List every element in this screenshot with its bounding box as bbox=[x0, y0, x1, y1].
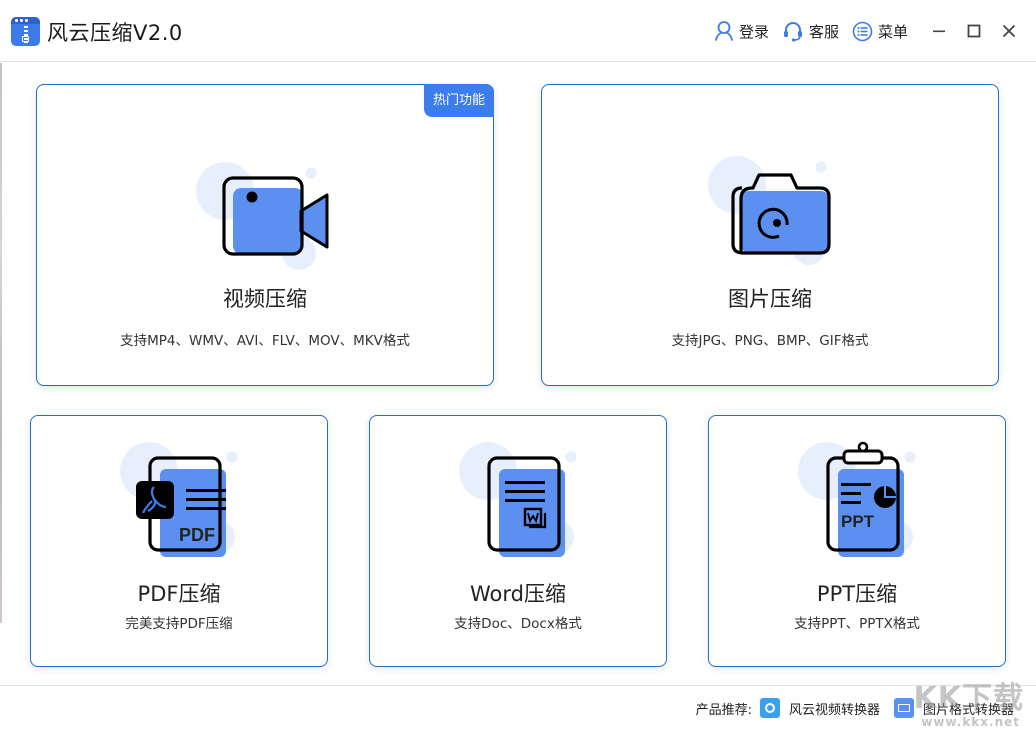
customer-service-button[interactable]: 客服 bbox=[782, 20, 839, 42]
ppt-compress-card[interactable]: PPT PPT压缩 支持PPT、PPTX格式 bbox=[708, 415, 1006, 667]
ppt-clipboard-icon: PPT bbox=[798, 441, 916, 557]
window-edge bbox=[0, 63, 2, 623]
maximize-icon bbox=[967, 24, 980, 38]
product-label: 风云视频转换器 bbox=[788, 702, 880, 718]
card-description: 支持Doc、Docx格式 bbox=[454, 616, 582, 632]
card-description: 完美支持PDF压缩 bbox=[125, 616, 233, 632]
close-button[interactable] bbox=[991, 0, 1026, 62]
product-label: 图片格式转换器 bbox=[922, 702, 1014, 718]
menu-button[interactable]: 菜单 bbox=[852, 21, 908, 42]
card-title: Word压缩 bbox=[470, 582, 566, 606]
card-title: PDF压缩 bbox=[137, 582, 221, 606]
camera-icon bbox=[708, 156, 831, 265]
service-label: 客服 bbox=[808, 22, 839, 41]
svg-text:PDF: PDF bbox=[179, 525, 215, 545]
login-button[interactable]: 登录 bbox=[714, 20, 769, 42]
app-title: 风云压缩V2.0 bbox=[47, 21, 183, 45]
user-icon bbox=[715, 21, 733, 41]
pdf-document-icon: PDF bbox=[120, 442, 238, 557]
svg-text:PPT: PPT bbox=[841, 512, 875, 531]
card-title: 图片压缩 bbox=[728, 287, 812, 311]
card-title: 视频压缩 bbox=[223, 287, 307, 311]
word-document-icon bbox=[459, 442, 577, 557]
minimize-button[interactable] bbox=[921, 0, 956, 62]
video-compress-card[interactable]: 热门功能 视频压缩 支持MP4、WMV、AVI、FLV、MOV、MKV格式 bbox=[36, 84, 494, 386]
menu-label: 菜单 bbox=[877, 22, 908, 41]
top-actions: 登录 客服 菜单 bbox=[714, 0, 1036, 62]
footer-bar: 产品推荐: 风云视频转换器 图片格式转换器 bbox=[0, 685, 1036, 731]
image-compress-card[interactable]: 图片压缩 支持JPG、PNG、BMP、GIF格式 bbox=[541, 84, 999, 386]
word-compress-card[interactable]: Word压缩 支持Doc、Docx格式 bbox=[369, 415, 667, 667]
recommend-label: 产品推荐: bbox=[695, 702, 752, 718]
image-converter-icon bbox=[893, 698, 914, 718]
title-bar: 风云压缩V2.0 登录 客服 bbox=[0, 0, 1036, 62]
card-description: 支持JPG、PNG、BMP、GIF格式 bbox=[671, 333, 869, 349]
maximize-button[interactable] bbox=[956, 0, 991, 62]
card-description: 支持MP4、WMV、AVI、FLV、MOV、MKV格式 bbox=[120, 333, 410, 349]
video-converter-icon bbox=[759, 698, 780, 718]
card-description: 支持PPT、PPTX格式 bbox=[794, 616, 920, 632]
headset-icon bbox=[783, 22, 802, 42]
card-title: PPT压缩 bbox=[816, 582, 898, 606]
zip-archive-icon bbox=[11, 17, 40, 46]
pdf-compress-card[interactable]: PDF PDF压缩 完美支持PDF压缩 bbox=[30, 415, 328, 667]
list-icon bbox=[852, 21, 873, 41]
image-converter-link[interactable]: 图片格式转换器 bbox=[893, 698, 1014, 718]
minimize-icon bbox=[932, 30, 945, 33]
video-camera-icon bbox=[196, 162, 329, 270]
login-label: 登录 bbox=[738, 22, 769, 41]
hot-feature-badge: 热门功能 bbox=[423, 84, 494, 117]
product-recommendations: 产品推荐: 风云视频转换器 图片格式转换器 bbox=[696, 698, 1014, 718]
close-icon bbox=[1002, 24, 1015, 38]
video-converter-link[interactable]: 风云视频转换器 bbox=[759, 698, 880, 718]
